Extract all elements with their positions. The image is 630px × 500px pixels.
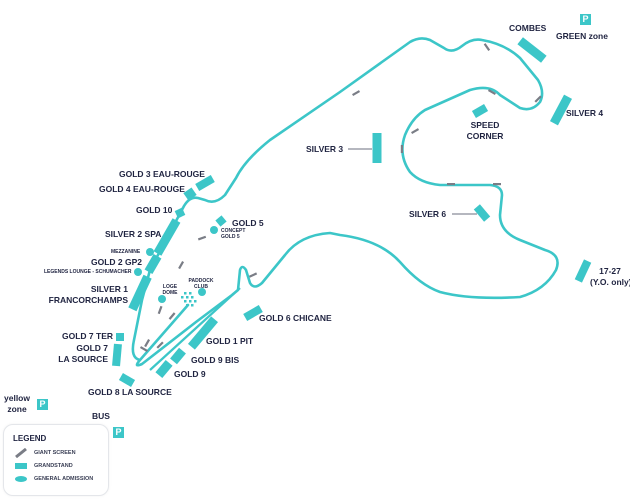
label-gold7-line1: GOLD 7 [76,343,108,353]
giant-screen-icon [352,90,361,97]
legend-box: LEGEND GIANT SCREEN GRANDSTAND GENERAL A… [3,424,109,496]
label-17-27-line2: (Y.O. only) [590,277,630,287]
label-gold2: GOLD 2 GP2 [91,257,143,267]
label-gold9: GOLD 9 [174,369,206,379]
grandstand-combes [517,37,547,63]
paddock-club-marker [198,288,206,296]
giant-screen-icon [168,312,176,320]
legend-item-general-admission: GENERAL ADMISSION [34,476,94,482]
label-silver3: SILVER 3 [306,144,344,154]
grandstand-gold5 [215,215,227,227]
general-admission-icon [15,476,27,482]
label-gold5: GOLD 5 [232,218,264,228]
label-gold7ter: GOLD 7 TER [62,331,114,341]
giant-screen-icon [493,183,501,186]
label-paddock-line1: PADDOCK [188,278,214,284]
mezzanine-marker [146,248,154,256]
label-loge-line2: DOME [162,290,178,296]
grandstand-gold1 [187,316,219,350]
giant-screen-icon [400,145,403,153]
giant-screen-icon [139,346,148,353]
giant-screen-icon [178,261,185,270]
label-gold7: GOLD 7 LA SOURCE [50,343,108,365]
label-gold1: GOLD 1 PIT [206,336,254,346]
giant-screen-icon [156,341,164,349]
label-yellow-zone: yellow zone [2,393,32,415]
label-silver6: SILVER 6 [409,209,447,219]
label-speed-corner-line1: SPEED [470,120,500,130]
label-legends-lounge: LEGENDS LOUNGE - SCHUMACHER [44,269,132,275]
giant-screen-icon [157,305,163,315]
grandstand-gold9bis [170,347,186,365]
label-gold7-line2: LA SOURCE [58,354,108,364]
grandstand-silver3 [372,133,382,163]
grandstand-gold7 [112,343,122,367]
giant-screen-icon [411,128,420,135]
parking-icon-yellow[interactable]: P [37,399,48,410]
label-gold10: GOLD 10 [136,205,173,215]
label-bus: BUS [92,411,110,421]
giant-screen-icon [483,43,491,51]
grandstand-icon [15,463,27,469]
grandstand-silver4 [549,94,573,126]
label-paddock-line2: CLUB [194,284,208,290]
label-mezzanine: MEZZANINE [111,249,141,255]
label-17-27-line1: 17-27 [599,266,621,276]
grandstand-silver6 [473,204,491,222]
grandstand-gold6 [243,305,263,321]
label-concept-line1: CONCEPT [221,228,246,234]
giant-screen-icon [447,183,455,186]
legend-title: LEGEND [13,434,47,443]
parking-icon-bus[interactable]: P [113,427,124,438]
label-gold9bis: GOLD 9 BIS [191,355,240,365]
grandstand-gold10 [174,207,186,219]
label-combes: COMBES [509,23,547,33]
label-gold6: GOLD 6 CHICANE [259,313,332,323]
grandstand-17-27 [574,259,592,283]
grandstand-speed-corner [471,104,489,118]
pit-lane [149,287,241,371]
label-paddock-club: PADDOCK CLUB [186,278,216,290]
label-speed-corner: SPEED CORNER [465,120,505,142]
label-speed-corner-line2: CORNER [466,131,504,141]
label-silver1-line1: SILVER 1 [90,284,128,294]
giant-screen-icon [248,272,258,278]
grandstand-gold8 [118,373,136,387]
giant-screen-icon [15,448,27,458]
label-17-27: 17-27 (Y.O. only) [590,266,630,288]
label-gold8: GOLD 8 LA SOURCE [88,387,172,397]
label-silver4: SILVER 4 [566,108,604,118]
grandstand-gold9 [155,359,173,379]
label-gold4: GOLD 4 EAU-ROUGE [99,184,185,194]
grandstand-gold2 [144,253,162,275]
label-silver2: SILVER 2 SPA [105,229,162,239]
label-silver1-line2: FRANCORCHAMPS [48,295,128,305]
label-concept-line2: GOLD 5 [221,234,240,240]
grandstand-gold7ter [116,333,124,341]
label-concept-gold5: CONCEPT GOLD 5 [221,228,245,240]
label-green-zone: GREEN zone [556,31,608,41]
grandstand-silver1 [128,274,152,312]
label-loge-dome: LOGE DOME [160,284,180,296]
label-gold3: GOLD 3 EAU-ROUGE [119,169,205,179]
giant-screen-icon [197,235,207,241]
checkered-flag-icon [181,292,197,307]
giant-screen-icon [487,89,496,96]
grandstand-gold4 [183,187,197,201]
track-outline [131,37,559,367]
label-loge-line1: LOGE [162,284,178,290]
label-yellow-line2: zone [7,404,27,414]
parking-icon-green[interactable]: P [580,14,591,25]
giant-screen-icon [144,339,151,348]
giant-screen-icon [534,95,542,103]
label-yellow-line1: yellow [4,393,30,403]
grandstand-silver2 [153,218,181,256]
loge-dome-marker [158,295,166,303]
legends-lounge-marker [134,268,142,276]
grandstand-gold3 [195,175,215,191]
legend-item-giant-screen: GIANT SCREEN [34,450,76,456]
concept-gold5-marker [210,226,218,234]
label-silver1: SILVER 1 FRANCORCHAMPS [40,284,128,306]
legend-item-grandstand: GRANDSTAND [34,463,73,469]
